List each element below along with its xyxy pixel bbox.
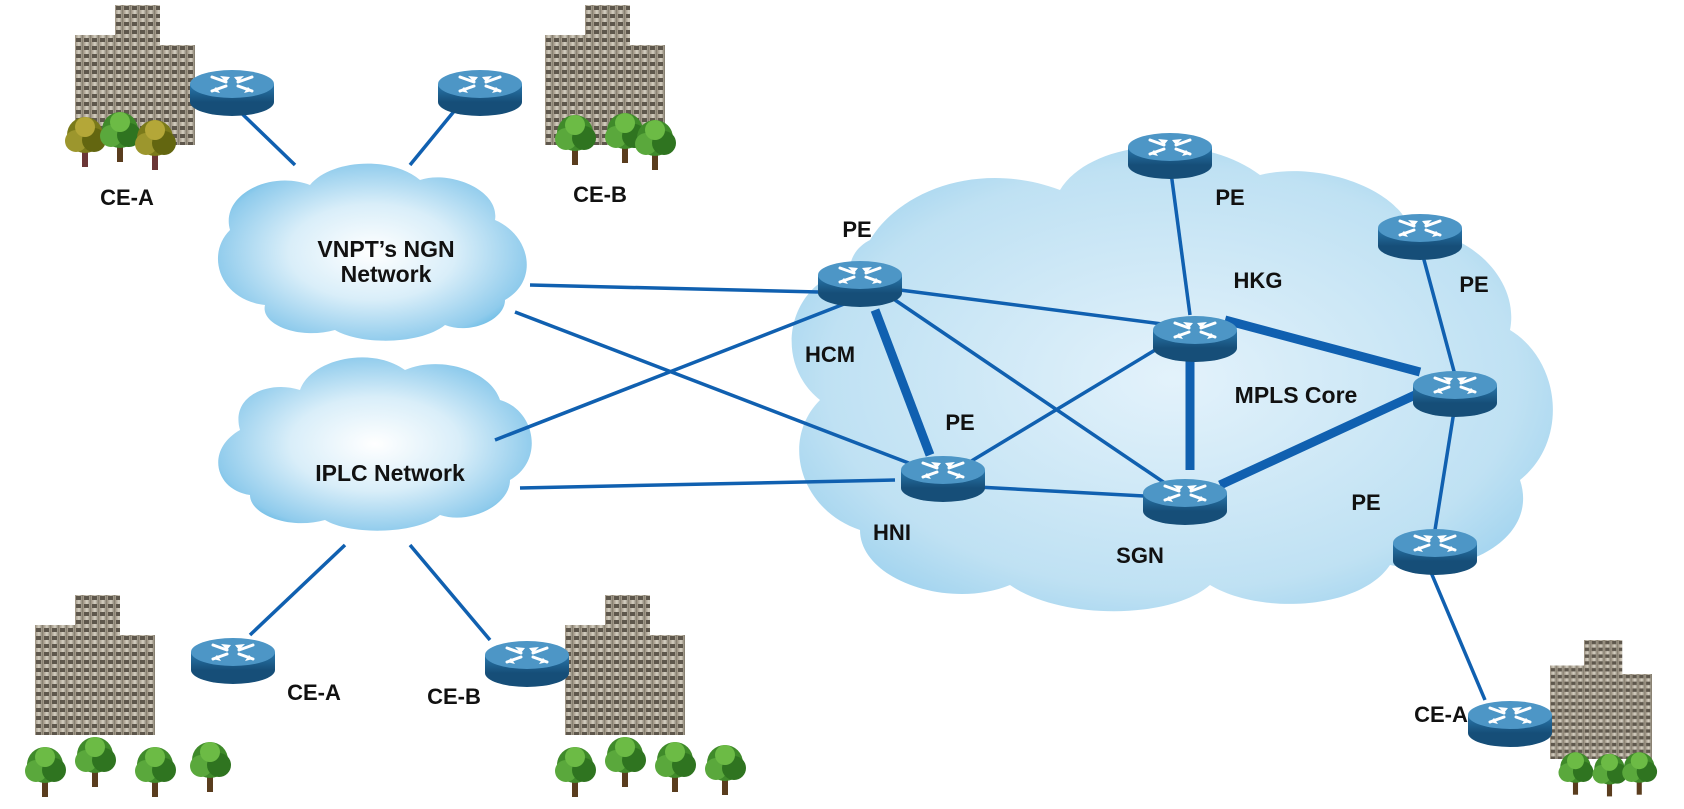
router-icon[interactable] [1391, 527, 1479, 577]
iplc-cloud [218, 357, 532, 531]
office-buildings-icon [1550, 640, 1658, 797]
pe-right-top-label: PE [1459, 272, 1488, 297]
sgn-label: SGN [1116, 543, 1164, 568]
router-icon[interactable] [1411, 369, 1499, 419]
router-icon[interactable] [1126, 131, 1214, 181]
office-buildings-icon [545, 5, 676, 170]
pe-hni-label: PE [945, 410, 974, 435]
router-icon[interactable] [483, 639, 571, 689]
ngn-cloud [217, 163, 527, 341]
hni-label: HNI [873, 520, 911, 545]
pe-top-label: PE [1215, 185, 1244, 210]
mpls-core-cloud [791, 146, 1553, 612]
router-icon[interactable] [1151, 314, 1239, 364]
ce-b-bottom-label: CE-B [427, 684, 481, 709]
ce-a-top-label: CE-A [100, 185, 154, 210]
router-icon[interactable] [899, 454, 987, 504]
hcm-label: HCM [805, 342, 855, 367]
office-buildings-icon [555, 595, 746, 797]
pe-hcm-label: PE [842, 217, 871, 242]
mpls-core-label: MPLS Core [1235, 382, 1358, 408]
router-icon[interactable] [1141, 477, 1229, 527]
ngn-cloud-label-line1: VNPT’s NGN [317, 236, 454, 262]
router-icon[interactable] [1466, 699, 1554, 749]
office-buildings-icon [25, 595, 231, 797]
ce-a-bottom-label: CE-A [287, 680, 341, 705]
ce-a-right-label: CE-A [1414, 702, 1468, 727]
router-icon[interactable] [189, 636, 277, 686]
ce-b-top-label: CE-B [573, 182, 627, 207]
pe-right-bottom-label: PE [1351, 490, 1380, 515]
hkg-label: HKG [1234, 268, 1283, 293]
ngn-cloud-label-line2: Network [341, 261, 432, 287]
iplc-cloud-label: IPLC Network [315, 460, 465, 486]
router-icon[interactable] [1376, 212, 1464, 262]
router-icon[interactable] [188, 68, 276, 118]
router-icon[interactable] [816, 259, 904, 309]
office-buildings-icon [65, 5, 195, 170]
network-links [230, 102, 1487, 701]
router-icon[interactable] [436, 68, 524, 118]
